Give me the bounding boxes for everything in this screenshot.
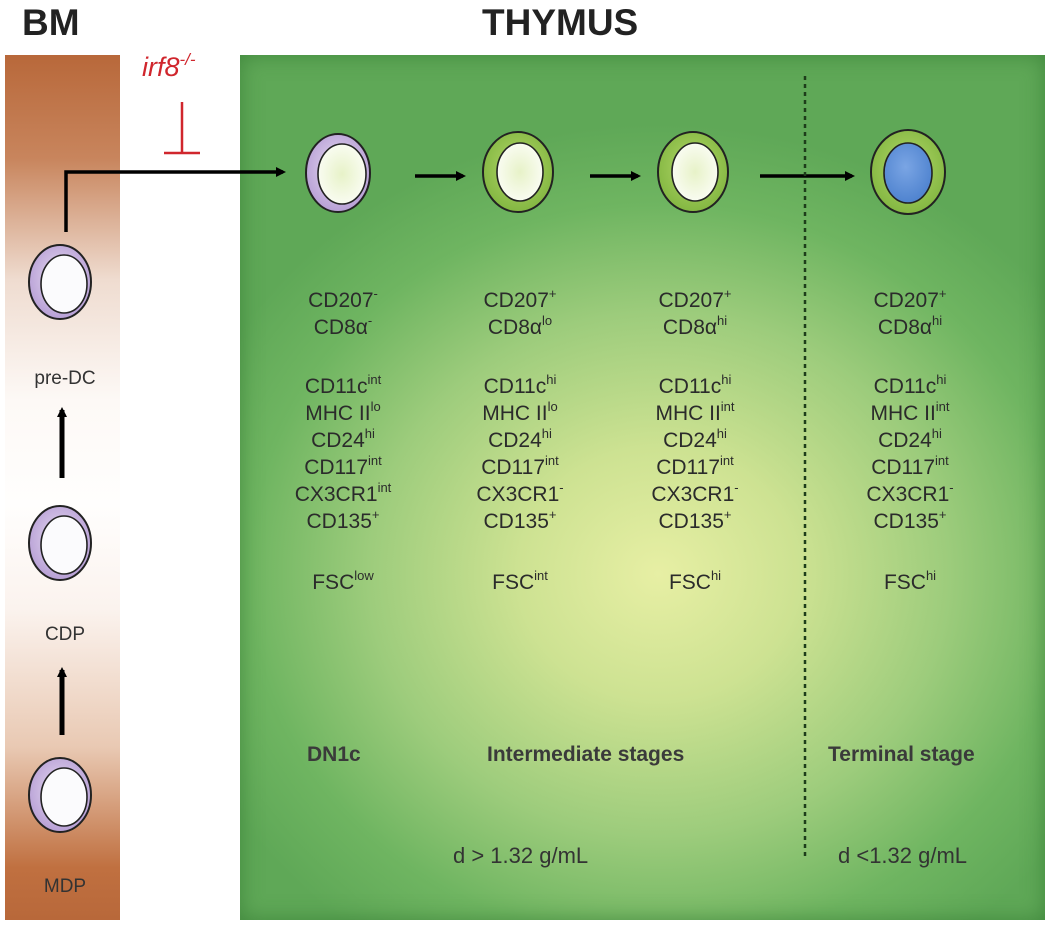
marker: CX3CR1- bbox=[651, 480, 739, 506]
marker: MHC IIlo bbox=[305, 399, 381, 425]
mdp-cell bbox=[28, 757, 92, 833]
stage-label-dn1c: DN1c bbox=[307, 743, 361, 766]
marker: CD207+ bbox=[658, 286, 732, 312]
marker: CD207+ bbox=[873, 286, 947, 312]
cdp-cell bbox=[28, 505, 92, 581]
marker-column-intermediate-2: CD207+ CD8αhi CD11chi MHC IIint CD24hi C… bbox=[630, 287, 760, 596]
marker: CD8α- bbox=[313, 313, 373, 339]
marker: CD8αhi bbox=[877, 313, 943, 339]
marker: CD24hi bbox=[311, 426, 375, 452]
marker: CD135+ bbox=[658, 507, 732, 533]
pre-dc-cell bbox=[28, 244, 92, 320]
irf8-knockout-label: irf8-/- bbox=[142, 50, 196, 82]
fsc-marker: FSCint bbox=[492, 568, 548, 594]
inhibition-mark bbox=[164, 102, 200, 155]
fsc-marker: FSClow bbox=[312, 568, 374, 594]
intermediate-cell-2 bbox=[657, 131, 729, 213]
marker: CD24hi bbox=[663, 426, 727, 452]
mdp-label: MDP bbox=[43, 876, 87, 897]
marker-column-terminal: CD207+ CD8αhi CD11chi MHC IIint CD24hi C… bbox=[845, 287, 975, 596]
fsc-marker: FSChi bbox=[883, 568, 937, 594]
marker: CX3CR1- bbox=[476, 480, 564, 506]
marker: CD24hi bbox=[878, 426, 942, 452]
marker: CD11chi bbox=[483, 372, 557, 398]
marker: CD117int bbox=[481, 453, 559, 479]
bm-title: BM bbox=[22, 2, 80, 43]
marker: MHC IIint bbox=[870, 399, 950, 425]
stage-label-intermediate: Intermediate stages bbox=[487, 743, 685, 766]
marker: CD207- bbox=[308, 286, 378, 312]
thymus-title: THYMUS bbox=[482, 2, 639, 43]
marker: CD207+ bbox=[483, 286, 557, 312]
marker: CD135+ bbox=[483, 507, 557, 533]
fsc-marker: FSChi bbox=[668, 568, 722, 594]
marker-column-intermediate-1: CD207+ CD8αlo CD11chi MHC IIlo CD24hi CD… bbox=[455, 287, 585, 596]
marker: CD117int bbox=[656, 453, 734, 479]
pre-dc-label: pre-DC bbox=[34, 368, 96, 389]
marker: CD11chi bbox=[658, 372, 732, 398]
marker: MHC IIlo bbox=[482, 399, 558, 425]
marker: CD117int bbox=[871, 453, 949, 479]
intermediate-cell-1 bbox=[482, 131, 554, 213]
marker: CD117int bbox=[304, 453, 382, 479]
dn1c-cell bbox=[305, 133, 371, 213]
cdp-label: CDP bbox=[44, 624, 86, 645]
marker: CX3CR1- bbox=[866, 480, 954, 506]
marker: CD24hi bbox=[488, 426, 552, 452]
marker: MHC IIint bbox=[655, 399, 735, 425]
marker: CD135+ bbox=[306, 507, 380, 533]
marker: CD11cint bbox=[304, 372, 382, 398]
marker: CD8αlo bbox=[487, 313, 553, 339]
stage-label-terminal: Terminal stage bbox=[828, 743, 975, 766]
density-label-right: d <1.32 g/mL bbox=[838, 843, 968, 868]
marker: CX3CR1int bbox=[294, 480, 392, 506]
density-label-left: d > 1.32 g/mL bbox=[453, 843, 589, 868]
marker-column-dn1c: CD207- CD8α- CD11cint MHC IIlo CD24hi CD… bbox=[278, 287, 408, 596]
terminal-cell bbox=[870, 129, 946, 215]
marker: CD11chi bbox=[873, 372, 947, 398]
arrow-predc-to-dn1c bbox=[64, 167, 286, 232]
marker: CD8αhi bbox=[662, 313, 728, 339]
marker: CD135+ bbox=[873, 507, 947, 533]
